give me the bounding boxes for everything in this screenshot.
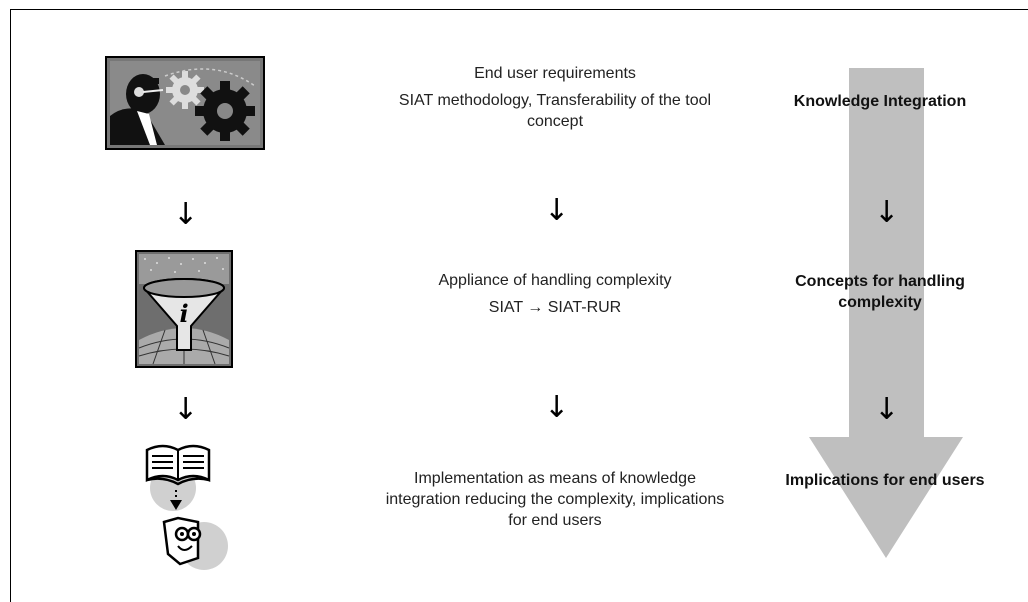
diagram-frame [10,9,1028,602]
down-arrow-icon: ↓ [544,390,570,425]
stage-knowledge-integration: Knowledge Integration [793,93,967,110]
row-1-description: End user requirements SIAT methodology, … [370,63,740,132]
down-arrow-icon: ↓ [173,197,199,232]
down-arrow-icon: ↓ [173,392,199,427]
svg-text:i: i [179,299,188,328]
row-1-line-2: SIAT methodology, Transferability of the… [398,92,712,130]
stage-implications-for-end-users: Implications for end users [785,472,985,489]
stage-concepts-for-handling-complexity: Concepts for handling complexity [795,273,965,311]
row-2-line-2: SIAT → SIAT-RUR [488,299,622,316]
book-to-reader-icon [140,438,235,578]
down-arrow-icon: ↓ [544,193,570,228]
row-3-line-1: Implementation as means of knowledge int… [385,470,725,529]
down-arrow-icon: ↓ [874,392,900,427]
person-with-gears-icon [105,56,265,150]
row-1-line-1: End user requirements [474,65,636,82]
row-2-description: Appliance of handling complexity SIAT → … [370,270,740,318]
down-arrow-icon: ↓ [874,195,900,230]
row-3-description: Implementation as means of knowledge int… [375,468,735,531]
information-funnel-icon: i [135,250,233,368]
row-2-line-1: Appliance of handling complexity [438,272,672,289]
